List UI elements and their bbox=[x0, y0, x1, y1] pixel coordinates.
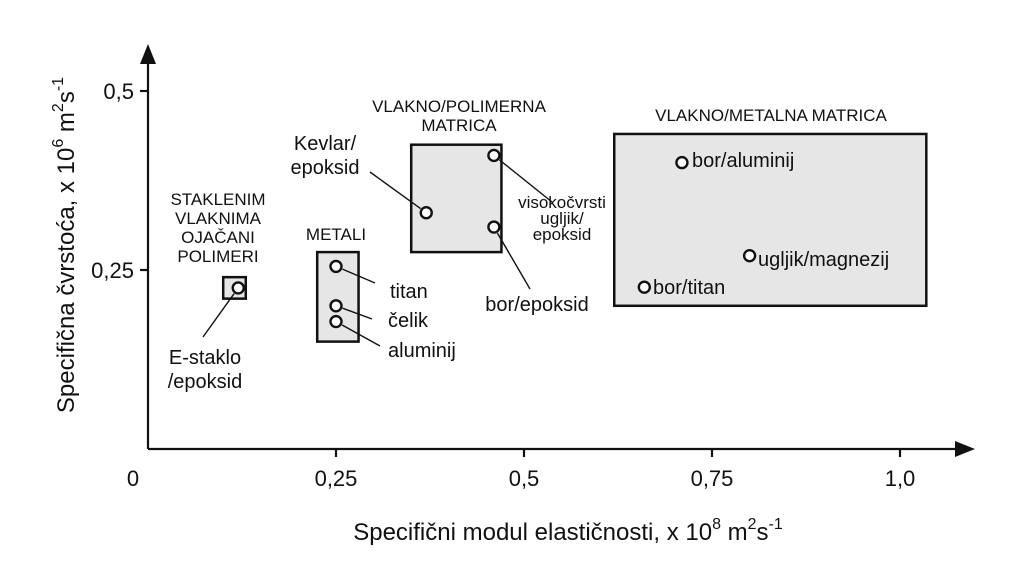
data-point-5 bbox=[487, 148, 501, 163]
group-label-0-line-2: OJAČANI bbox=[181, 228, 255, 247]
point-label-4-line-1: epoksid bbox=[291, 157, 360, 179]
x-axis-arrow bbox=[955, 441, 975, 457]
leader-line-5 bbox=[498, 159, 553, 203]
x-axis-title-part-5: -1 bbox=[769, 516, 783, 533]
data-point-8 bbox=[742, 248, 757, 263]
x-tick-label-4: 1,0 bbox=[885, 466, 916, 491]
leader-line-2 bbox=[342, 307, 373, 320]
group-label-2-line-1: MATRICA bbox=[421, 116, 497, 135]
data-point-1 bbox=[329, 259, 343, 274]
x-axis-title-part-2: m bbox=[721, 519, 748, 546]
point-label-5-line-2: epoksid bbox=[533, 225, 592, 244]
y-axis-title-part-2: m bbox=[53, 112, 80, 139]
x-axis-title: Specifični modul elastičnosti, x 108 m2s… bbox=[353, 516, 783, 546]
point-label-9-line-0: bor/titan bbox=[653, 277, 725, 299]
leader-lines bbox=[202, 159, 553, 347]
point-label-8-line-0: ugljik/magnezij bbox=[758, 249, 889, 271]
group-label-3-line-0: VLAKNO/METALNA MATRICA bbox=[655, 106, 887, 125]
group-label-0-line-1: VLAKNIMA bbox=[175, 209, 262, 228]
x-tick-label-2: 0,5 bbox=[509, 466, 540, 491]
data-point-4 bbox=[419, 206, 433, 220]
group-label-1-line-0: METALI bbox=[306, 225, 366, 244]
point-label-7-line-0: bor/aluminij bbox=[692, 150, 794, 172]
y-axis-title-part-3: 2 bbox=[50, 103, 67, 112]
point-label-2-line-0: čelik bbox=[388, 310, 429, 332]
x-axis-title-part-3: 2 bbox=[748, 516, 757, 533]
x-tick-label-1: 0,25 bbox=[315, 466, 358, 491]
group-label-0-line-3: POLIMERI bbox=[177, 247, 258, 266]
y-axis-title-part-5: -1 bbox=[50, 77, 67, 91]
point-label-0-line-0: E-staklo bbox=[169, 347, 241, 369]
group-label-2-line-0: VLAKNO/POLIMERNA bbox=[372, 97, 546, 116]
point-label-3-line-0: aluminij bbox=[388, 340, 456, 362]
x-tick-label-0: 0 bbox=[127, 466, 139, 491]
y-axis-title-part-1: 6 bbox=[50, 139, 67, 148]
y-axis-arrow bbox=[140, 44, 156, 64]
data-point-9 bbox=[637, 280, 652, 294]
leader-line-1 bbox=[342, 268, 376, 284]
data-point-6 bbox=[487, 220, 501, 234]
group-label-0-line-0: STAKLENIM bbox=[170, 190, 265, 209]
leader-line-4 bbox=[369, 171, 421, 210]
data-point-2 bbox=[329, 299, 343, 313]
y-axis-title-part-4: s bbox=[53, 91, 80, 103]
data-points bbox=[231, 148, 757, 329]
y-tick-label-1: 0,5 bbox=[103, 79, 134, 104]
group-region-3 bbox=[612, 132, 928, 308]
x-axis-title-part-1: 8 bbox=[712, 516, 721, 533]
x-axis-title-part-4: s bbox=[757, 519, 769, 546]
x-axis-title-part-0: Specifični modul elastičnosti, x 10 bbox=[353, 519, 712, 546]
x-tick-label-3: 0,75 bbox=[691, 466, 734, 491]
group-region-2 bbox=[409, 143, 503, 254]
point-label-4-line-0: Kevlar/ bbox=[294, 133, 357, 155]
leader-line-0 bbox=[202, 293, 235, 338]
y-axis-title-part-0: Specifična čvrstoća, x 10 bbox=[53, 148, 80, 413]
y-tick-label-0: 0,25 bbox=[91, 258, 134, 283]
group-regions bbox=[221, 132, 928, 343]
data-point-7 bbox=[675, 155, 689, 170]
point-label-0-line-1: /epoksid bbox=[168, 371, 243, 393]
data-point-3 bbox=[329, 314, 343, 329]
point-label-5-line-0: visokočvrsti bbox=[518, 193, 606, 212]
data-point-0 bbox=[231, 281, 245, 295]
leader-line-3 bbox=[341, 324, 381, 347]
leader-line-6 bbox=[496, 232, 531, 290]
point-label-6-line-0: bor/epoksid bbox=[485, 294, 588, 316]
point-label-5-line-1: ugljik/ bbox=[540, 209, 584, 228]
point-label-1-line-0: titan bbox=[390, 281, 428, 303]
y-axis-title: Specifična čvrstoća, x 106 m2s-1 bbox=[50, 77, 80, 413]
